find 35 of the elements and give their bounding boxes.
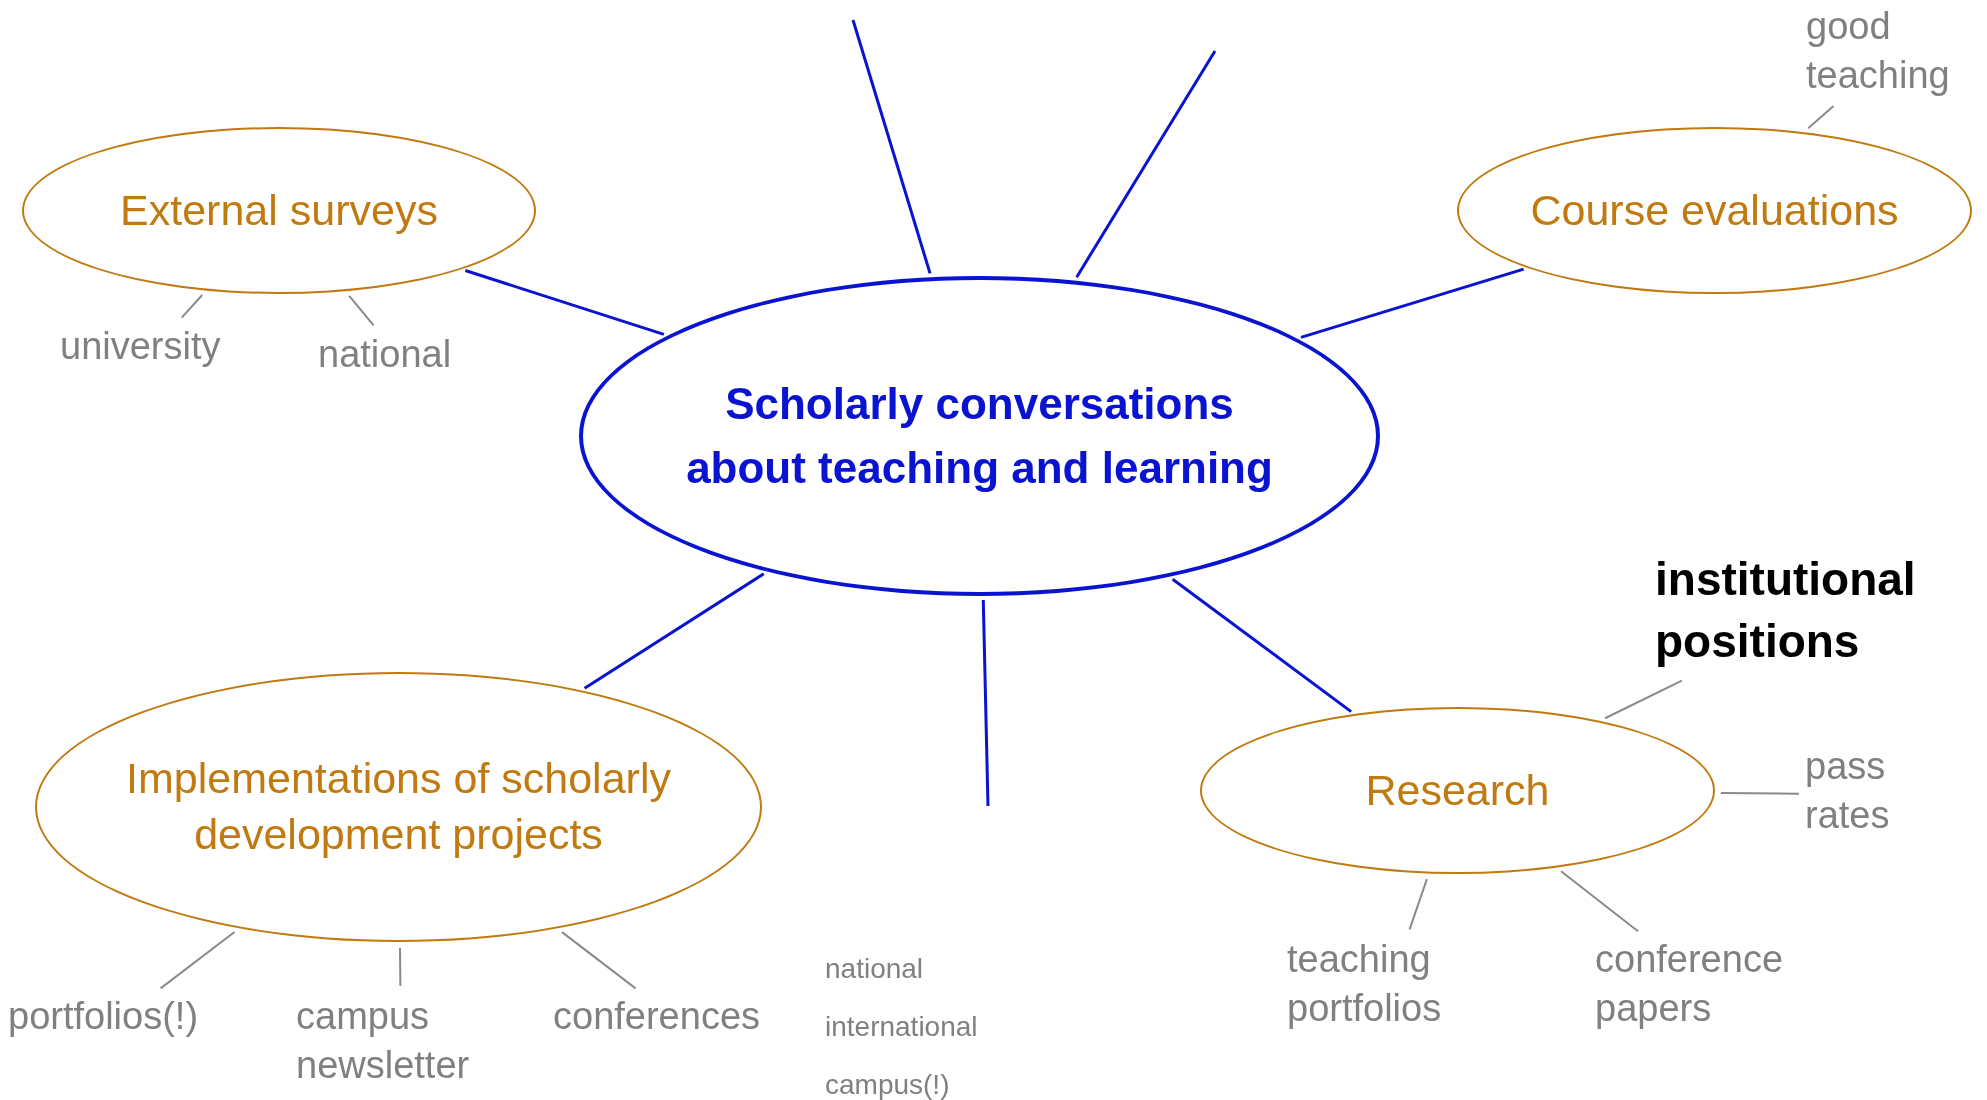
- connector-line: [464, 269, 665, 336]
- leader-line: [1560, 870, 1639, 933]
- leader-line: [1408, 878, 1428, 931]
- central-ellipse: Scholarly conversations about teaching and learning: [579, 276, 1380, 596]
- leader-line: [1604, 679, 1683, 720]
- topic-ellipse: External surveys: [22, 127, 536, 294]
- leader-line: [1719, 792, 1800, 795]
- note-text: university: [60, 322, 250, 372]
- note-text: national: [825, 952, 924, 986]
- leader-line: [180, 294, 204, 319]
- connector-line: [1075, 50, 1217, 278]
- note-text: good teaching: [1806, 2, 1984, 102]
- note-text: conferences: [553, 992, 793, 1042]
- leader-line: [348, 294, 375, 327]
- note-text: national: [318, 330, 478, 380]
- connector-line: [981, 599, 990, 807]
- connector-line: [851, 19, 932, 274]
- heading-text: institutional positions: [1655, 548, 1985, 678]
- leader-line: [399, 947, 402, 987]
- connector-line: [1171, 578, 1353, 713]
- connector-line: [583, 572, 765, 690]
- topic-ellipse: Implementations of scholarly development projects: [35, 672, 762, 942]
- leader-line: [159, 931, 236, 990]
- note-text: campus newsletter: [296, 992, 506, 1097]
- topic-ellipse: Course evaluations: [1457, 127, 1972, 294]
- note-text: teaching portfolios: [1287, 935, 1492, 1040]
- connector-line: [1300, 267, 1525, 339]
- leader-line: [1807, 104, 1835, 130]
- note-text: conference papers: [1595, 935, 1825, 1040]
- note-text: portfolios(!): [8, 992, 238, 1042]
- note-text: campus(!): [825, 1068, 950, 1100]
- note-text: international: [825, 1010, 978, 1044]
- leader-line: [561, 931, 637, 990]
- topic-ellipse: Research: [1200, 707, 1715, 874]
- note-text: pass rates: [1805, 742, 1955, 847]
